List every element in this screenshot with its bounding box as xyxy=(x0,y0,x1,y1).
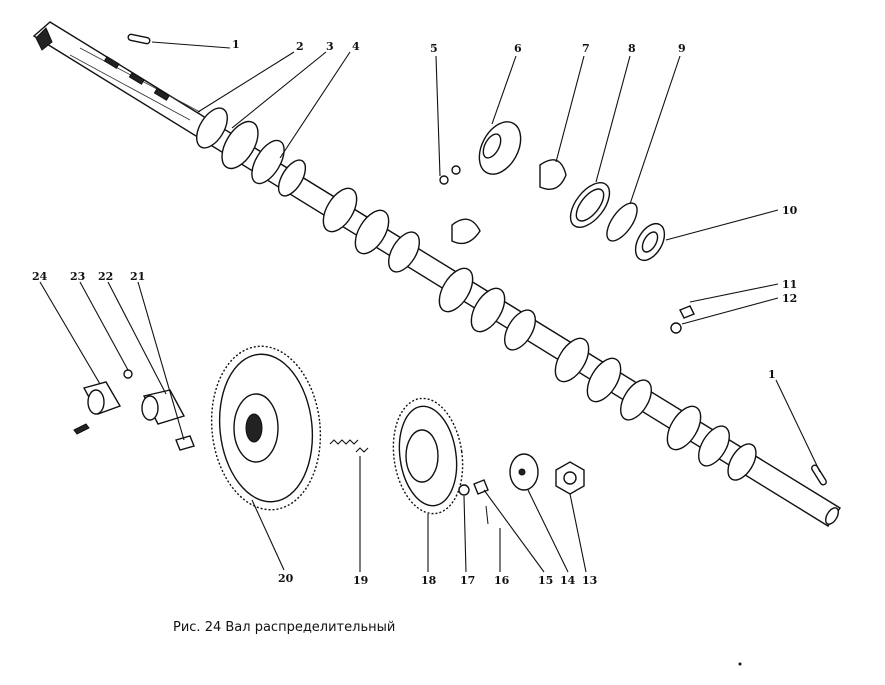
figure-caption: Рис. 24 Вал распределительный xyxy=(173,620,396,635)
callout-11: 11 xyxy=(782,278,797,291)
callout-16: 16 xyxy=(494,574,510,587)
leader-lines xyxy=(39,41,821,573)
callout-5: 5 xyxy=(430,42,438,55)
key-top xyxy=(127,33,151,45)
callout-19: 19 xyxy=(353,574,368,587)
callout-13: 13 xyxy=(582,574,597,587)
callout-22: 22 xyxy=(98,270,113,283)
callout-6: 6 xyxy=(514,42,522,55)
bearing-parts xyxy=(439,121,666,262)
gear-18 xyxy=(392,397,464,515)
callout-12: 12 xyxy=(782,292,797,305)
callout-numbers: 1 2 3 4 5 6 7 8 9 10 11 12 1 13 14 15 16… xyxy=(32,38,798,587)
callout-4: 4 xyxy=(352,40,360,53)
key-bottom xyxy=(811,464,827,486)
spring-19 xyxy=(329,439,369,453)
callout-18: 18 xyxy=(421,574,437,587)
callout-3: 3 xyxy=(326,40,334,53)
callout-17: 17 xyxy=(460,574,475,587)
callout-7: 7 xyxy=(582,42,590,55)
callout-21: 21 xyxy=(130,270,145,283)
callout-14: 14 xyxy=(560,574,576,587)
callout-9: 9 xyxy=(678,42,686,55)
callout-1-top: 1 xyxy=(232,38,240,51)
callout-20: 20 xyxy=(278,572,294,585)
gear-20 xyxy=(210,345,322,511)
fasteners xyxy=(458,453,585,525)
callout-23: 23 xyxy=(70,270,85,283)
bolt-11 xyxy=(679,305,695,319)
callout-10: 10 xyxy=(782,204,798,217)
callout-15: 15 xyxy=(538,574,553,587)
callout-8: 8 xyxy=(628,42,636,55)
washer-12 xyxy=(670,322,682,334)
camshaft xyxy=(32,21,841,527)
bushings xyxy=(73,369,195,451)
callout-2: 2 xyxy=(296,40,304,53)
callout-1-bottom: 1 xyxy=(768,368,776,381)
callout-24: 24 xyxy=(32,270,48,283)
speck xyxy=(738,662,742,666)
cam-lobes xyxy=(195,107,757,481)
